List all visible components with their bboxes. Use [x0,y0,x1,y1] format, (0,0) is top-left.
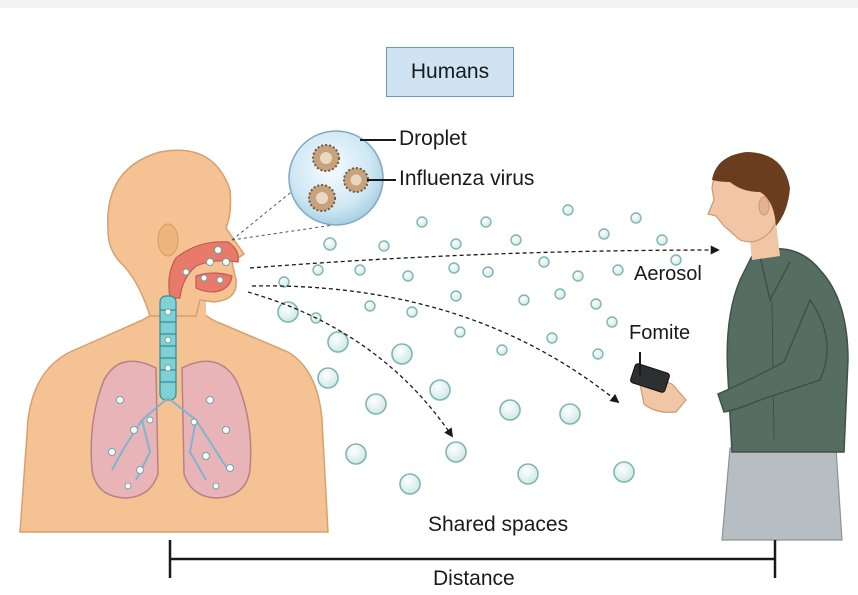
fomite-label: Fomite [629,322,690,345]
humans-title: Humans [411,60,489,84]
right-pants [722,448,842,540]
droplet-magnifier [232,131,396,240]
humans-title-box: Humans [386,47,514,97]
aerosol-label: Aerosol [634,263,702,286]
right-person [630,152,848,540]
shared-spaces-label: Shared spaces [428,513,568,537]
droplet-bubble [289,131,383,225]
left-person-anatomy [20,150,328,532]
right-shirt [727,249,848,452]
droplet-label: Droplet [399,127,467,151]
fomite-phone [630,363,670,393]
influenza-virus-label: Influenza virus [399,167,534,191]
distance-label: Distance [433,567,515,591]
left-ear [158,224,178,256]
